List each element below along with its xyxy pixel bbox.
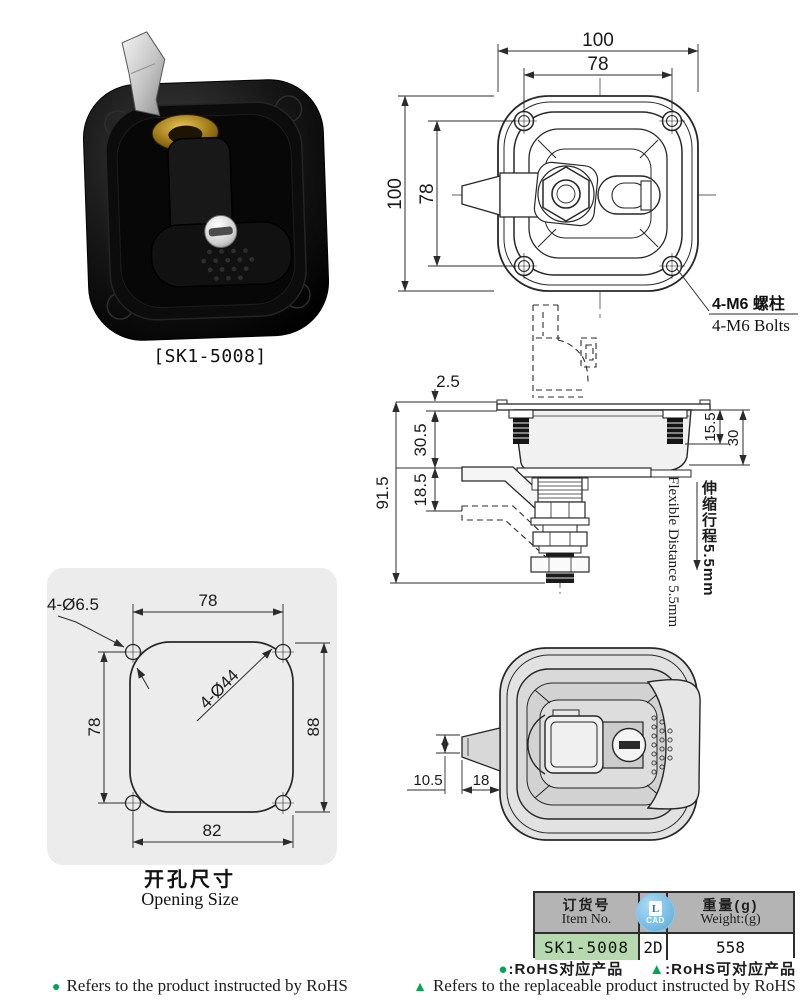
rohs-triangle-icon-en: ▲ bbox=[413, 980, 427, 995]
rohs-triangle-entry-en: ▲ Refers to the replaceable product instr… bbox=[413, 976, 796, 996]
side-dim-15_5: 15.5 bbox=[702, 412, 719, 441]
front-dim-height-100: 100 bbox=[385, 178, 406, 210]
opening-caption-en: Opening Size bbox=[141, 889, 238, 909]
side-studs bbox=[508, 409, 688, 444]
side-dim-91_5: 91.5 bbox=[373, 476, 392, 509]
opening-caption-cn: 开孔尺寸 bbox=[144, 868, 236, 891]
rohs-dot-icon: ● bbox=[498, 961, 509, 978]
rear-dim-18: 18 bbox=[473, 772, 490, 789]
spec-header-item-no-en: Item No. bbox=[561, 911, 612, 927]
product-photo bbox=[82, 31, 330, 341]
rohs-triangle-label-cn: :RoHS可对应产品 bbox=[665, 961, 796, 978]
cad-icon: L CAD bbox=[636, 893, 675, 932]
side-dim-2_5: 2.5 bbox=[436, 372, 460, 391]
rohs-dot-label-en: Refers to the product instructed by RoHS bbox=[66, 976, 348, 995]
opening-dim-left-78: 78 bbox=[85, 718, 104, 737]
photo-grip-texture bbox=[201, 248, 255, 282]
rohs-dot-label-cn: :RoHS对应产品 bbox=[508, 961, 624, 978]
side-dim-30: 30 bbox=[725, 430, 742, 447]
flexible-distance-note-cn: 伸缩行程5.5mm bbox=[700, 480, 717, 597]
cad-icon-label: CAD bbox=[646, 916, 665, 925]
front-corner-bolts bbox=[511, 108, 685, 279]
photo-latch-tongue bbox=[121, 31, 166, 117]
cad-document-glyph: L bbox=[649, 901, 662, 916]
rohs-dot-entry-en: ● Refers to the product instructed by RoH… bbox=[52, 976, 348, 996]
side-dim-30_5: 30.5 bbox=[411, 423, 430, 456]
spec-header-weight-en: Weight:(g) bbox=[700, 911, 761, 927]
rohs-legend-cn: ●:RoHS对应产品 ▲:RoHS可对应产品 bbox=[498, 958, 796, 979]
product-label: [SK1-5008] bbox=[153, 346, 267, 367]
spec-weight-value: 558 bbox=[668, 934, 793, 960]
opening-dim-right-88: 88 bbox=[304, 718, 323, 737]
spec-header-weight-cn: 重量(g) bbox=[702, 896, 759, 913]
opening-size-view: 4-Ø6.5 78 78 88 82 4-Ø44 开孔尺寸 Opening Si… bbox=[47, 568, 337, 909]
front-dim-height-78: 78 bbox=[417, 183, 438, 204]
rohs-dot-icon-en: ● bbox=[52, 980, 61, 995]
rohs-triangle-icon: ▲ bbox=[649, 961, 666, 978]
front-view: 100 78 100 78 4-M6 螺柱 4-M6 Bolts bbox=[385, 30, 798, 335]
spec-header-item-no-cn: 订货号 bbox=[562, 896, 611, 913]
rear-grip bbox=[646, 678, 701, 810]
opening-dim-top-78: 78 bbox=[199, 591, 218, 610]
flexible-distance-note-en: Flexible Distance 5.5mm bbox=[665, 476, 681, 628]
side-dim-18_5: 18.5 bbox=[411, 473, 430, 506]
side-view: 2.5 30.5 18.5 91.5 15.5 30 bbox=[373, 304, 750, 594]
rear-grip-dots bbox=[651, 715, 673, 775]
rohs-triangle-label-en: Refers to the replaceable product instru… bbox=[432, 976, 796, 995]
spec-header-weight: 重量(g) Weight:(g) bbox=[668, 893, 793, 934]
side-dashed-tongue bbox=[532, 304, 597, 398]
front-dim-width-100: 100 bbox=[582, 30, 614, 51]
spec-item-no-value: SK1-5008 bbox=[535, 934, 640, 960]
front-dim-width-78: 78 bbox=[587, 54, 608, 75]
rear-dim-10_5: 10.5 bbox=[413, 772, 442, 789]
side-threaded-stem bbox=[530, 477, 590, 583]
spec-header-item-no: 订货号 Item No. bbox=[535, 893, 640, 934]
opening-dim-bottom-82: 82 bbox=[203, 821, 222, 840]
rear-view: 10.5 18 bbox=[407, 647, 701, 841]
front-bolt-note-en: 4-M6 Bolts bbox=[712, 316, 790, 335]
opening-dim-holes: 4-Ø6.5 bbox=[47, 595, 99, 614]
rohs-legend-en: ● Refers to the product instructed by RoH… bbox=[52, 976, 796, 996]
spec-cad-value: 2D bbox=[640, 934, 668, 960]
front-bolt-note-cn: 4-M6 螺柱 bbox=[712, 294, 785, 313]
rear-tongue bbox=[461, 727, 501, 772]
